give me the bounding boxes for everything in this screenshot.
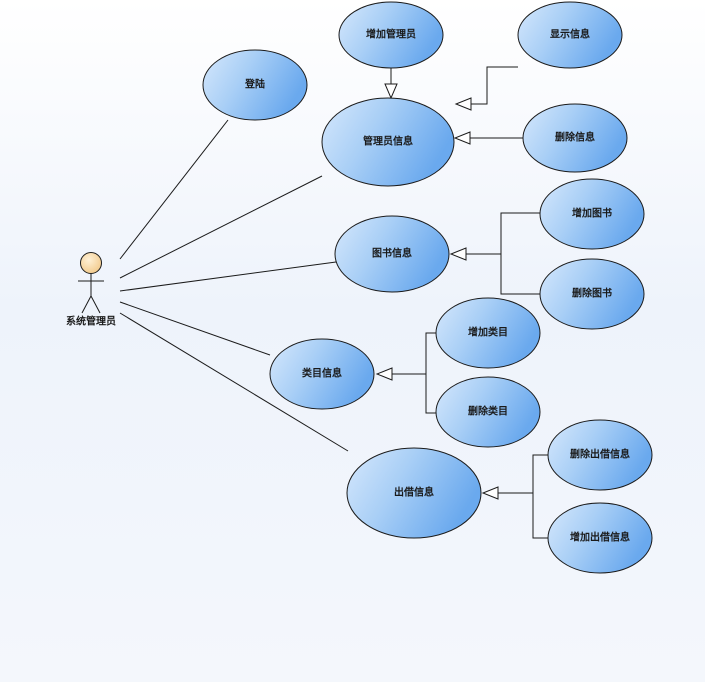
gen-delete-borrow (532, 454, 548, 493)
arrowhead-show-info (454, 97, 472, 111)
label-admin-info: 管理员信息 (363, 135, 413, 148)
usecase-add-book[interactable] (539, 178, 645, 250)
usecase-borrow-info[interactable] (346, 447, 482, 539)
associations (119, 119, 349, 452)
actor-label: 系统管理员 (66, 315, 116, 328)
arrowhead-book (449, 247, 467, 261)
usecase-delete-category[interactable] (435, 376, 541, 448)
assoc-borrow-info (119, 312, 349, 452)
actor-system-admin[interactable]: 系统管理员 (66, 252, 116, 328)
label-delete-category: 删除类目 (468, 405, 508, 418)
label-delete-book: 删除图书 (572, 287, 612, 300)
usecase-delete-book[interactable] (539, 258, 645, 330)
usecase-delete-info[interactable] (522, 103, 628, 173)
label-borrow-info: 出借信息 (394, 486, 434, 499)
label-add-borrow-info: 增加出借信息 (570, 531, 630, 544)
gen-add-category (425, 332, 436, 374)
gen-add-borrow (532, 493, 548, 539)
arrowhead-add-admin (384, 83, 398, 100)
arrowhead-borrow (481, 486, 499, 500)
gen-show-info (471, 66, 518, 105)
arrowhead-category (375, 367, 393, 381)
label-delete-borrow-info: 删除出借信息 (570, 448, 630, 461)
usecase-add-category[interactable] (435, 297, 541, 369)
label-add-category: 增加类目 (468, 326, 508, 339)
assoc-login (119, 119, 229, 260)
actor-body-icon (78, 274, 104, 314)
generalizations (390, 66, 548, 539)
assoc-category-info (119, 301, 271, 356)
gen-delete-category (425, 374, 436, 414)
arrowheads (375, 83, 499, 500)
usecase-delete-borrow-info[interactable] (547, 419, 653, 491)
label-show-info: 显示信息 (550, 28, 590, 41)
usecase-show-info[interactable] (517, 1, 623, 69)
arrowhead-delete-info (453, 131, 471, 145)
actor-head-icon (80, 252, 102, 274)
label-add-book: 增加图书 (572, 207, 612, 220)
label-delete-info: 删除信息 (555, 131, 595, 144)
usecase-category-info[interactable] (269, 338, 375, 410)
label-add-admin: 增加管理员 (366, 28, 416, 41)
label-book-info: 图书信息 (372, 247, 412, 260)
gen-add-book (500, 212, 541, 254)
usecase-add-borrow-info[interactable] (547, 502, 653, 574)
gen-delete-book (500, 254, 541, 295)
usecase-admin-info[interactable] (321, 97, 455, 187)
label-login: 登陆 (244, 78, 265, 91)
assoc-admin-info (119, 175, 323, 279)
assoc-book-info (119, 261, 337, 292)
use-cases (202, 1, 653, 574)
usecase-add-admin[interactable] (338, 1, 444, 69)
usecase-login[interactable] (202, 49, 308, 121)
label-category-info: 类目信息 (302, 367, 342, 380)
usecase-book-info[interactable] (334, 215, 450, 293)
